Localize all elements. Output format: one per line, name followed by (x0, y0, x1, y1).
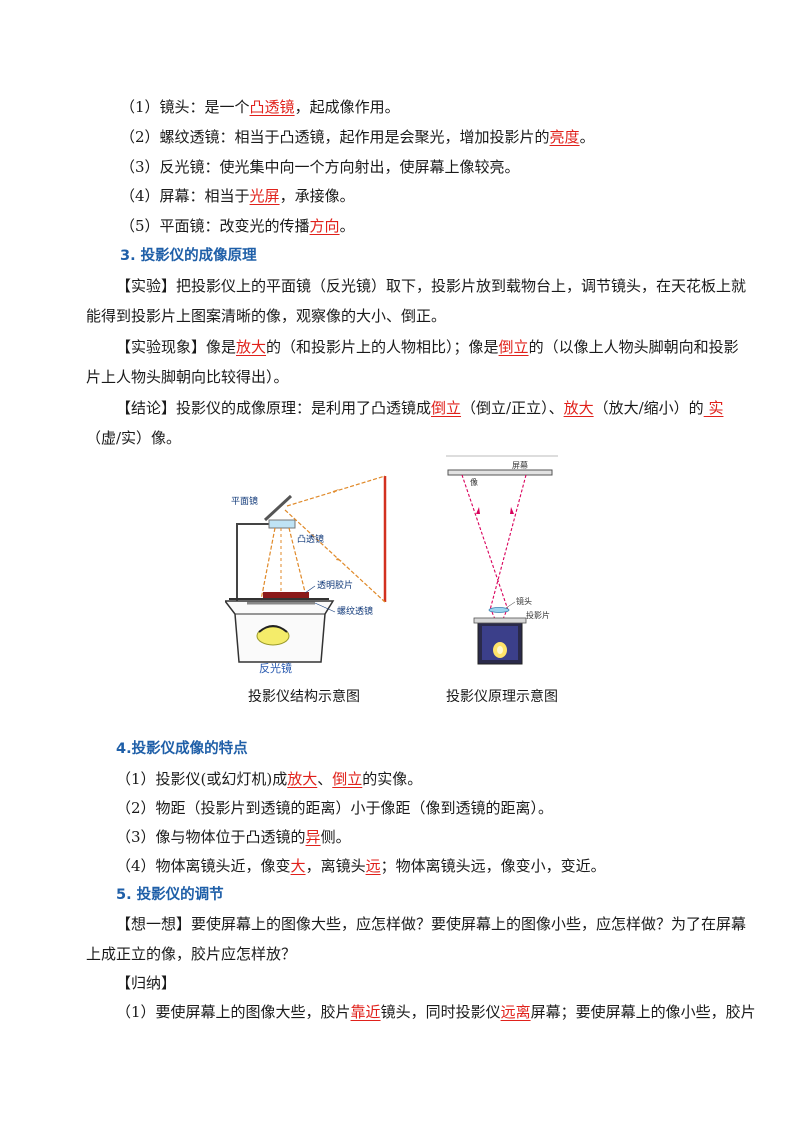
label-slide: 投影片 (526, 610, 550, 620)
answer-blank: 倒立 (332, 770, 363, 788)
text-line: （1）镜头：是一个凸透镜，起成像作用。 (120, 98, 400, 116)
figure-caption: 投影仪结构示意图 (248, 689, 360, 705)
section-heading: 3. 投影仪的成像原理 (120, 248, 257, 264)
answer-blank: 凸透镜 (249, 98, 295, 116)
text-line: （4）屏幕：相当于光屏，承接像。 (120, 187, 355, 205)
convex-lens (268, 519, 296, 529)
stand-arm (236, 523, 273, 624)
text-line: 【实验现象】像是放大的（和投影片上的人物相比）；像是倒立的（以像上人物头脚朝向和… (116, 338, 739, 356)
text-line: 【想一想】要使屏幕上的图像大些，应怎样做？要使屏幕上的图像小些，应怎样做？为了在… (116, 915, 747, 933)
transparent-film (263, 592, 309, 598)
label-plane-mirror: 平面镜 (231, 495, 258, 507)
text-line: 【归纳】 (116, 974, 177, 992)
section-heading: 5. 投影仪的调节 (116, 887, 224, 903)
answer-blank: 亮度 (549, 128, 580, 146)
projector-structure-diagram: 平面镜 凸透镜 透明胶片 螺纹透镜 反光镜 (225, 475, 387, 675)
text-line: 【实验】把投影仪上的平面镜（反光镜）取下，投影片放到载物台上，调节镜头，在天花板… (116, 277, 747, 295)
label-fresnel: 螺纹透镜 (337, 605, 373, 617)
text-line: 上成正立的像，胶片应怎样放？ (86, 945, 297, 963)
text-line: （5）平面镜：改变光的传播方向。 (120, 217, 355, 235)
text-line: 片上人物头脚朝向比较得出）。 (86, 368, 289, 386)
text-line: （2）螺纹透镜：相当于凸透镜，起作用是会聚光，增加投影片的亮度。 (120, 128, 595, 146)
text-line: （1）投影仪(或幻灯机)成放大、倒立的实像。 (116, 770, 423, 788)
answer-blank: 靠近 (350, 1003, 381, 1021)
text-line: （2）物距（投影片到透镜的距离）小于像距（像到透镜的距离）。 (116, 799, 554, 817)
label-image: 像 (470, 477, 478, 487)
answer-blank: 光屏 (249, 187, 280, 205)
answer-blank: 实 (703, 399, 724, 417)
label-lens: 镜头 (516, 596, 532, 606)
answer-blank: 放大 (287, 770, 318, 788)
lens (488, 607, 510, 613)
text-line: （1）要使屏幕上的图像大些，胶片靠近镜头，同时投影仪远离屏幕；要使屏幕上的像小些… (116, 1003, 756, 1021)
answer-blank: 放大 (563, 399, 594, 417)
answer-blank: 大 (290, 857, 306, 875)
answer-blank: 远离 (500, 1003, 531, 1021)
label-film: 透明胶片 (317, 579, 353, 591)
label-convex-lens: 凸透镜 (297, 533, 324, 545)
label-screen: 屏幕 (512, 460, 528, 470)
answer-blank: 方向 (309, 217, 340, 235)
text-line: 能得到投影片上图案清晰的像，观察像的大小、倒正。 (86, 307, 447, 325)
plane-mirror (263, 494, 293, 522)
answer-blank: 远 (365, 857, 381, 875)
answer-blank: 异 (305, 828, 321, 846)
screen (447, 469, 553, 476)
text-line: 【结论】投影仪的成像原理：是利用了凸透镜成倒立（倒立/正立）、放大（放大/缩小）… (116, 399, 724, 417)
label-reflector: 反光镜 (259, 661, 292, 675)
section-heading: 4.投影仪成像的特点 (116, 741, 248, 757)
answer-blank: 倒立 (431, 399, 462, 417)
projector-principle-diagram: 屏幕 像 镜头 投影片 (446, 455, 558, 665)
text-line: （3）像与物体位于凸透镜的异侧。 (116, 828, 351, 846)
answer-blank: 放大 (236, 338, 267, 356)
answer-blank: 倒立 (498, 338, 529, 356)
text-line: （虚/实）像。 (86, 429, 182, 447)
figure-caption: 投影仪原理示意图 (446, 689, 558, 705)
text-line: （3）反光镜：使光集中向一个方向射出，使屏幕上像较亮。 (120, 158, 520, 176)
text-line: （4）物体离镜头近，像变大，离镜头远；物体离镜头远，像变小，变近。 (116, 857, 606, 875)
